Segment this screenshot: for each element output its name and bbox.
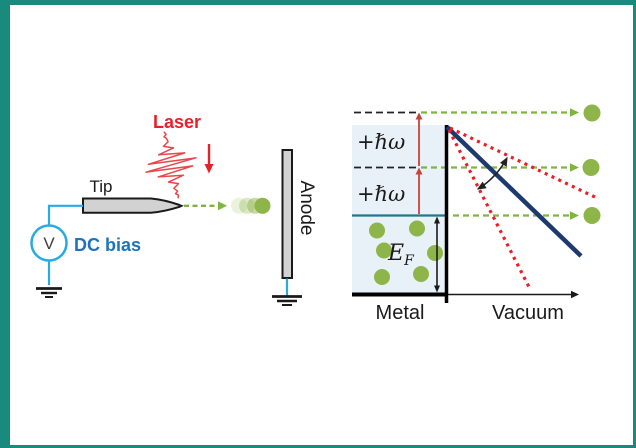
fermi-label-main: E <box>387 241 404 266</box>
photon-absorption-arrows <box>415 112 423 214</box>
electron-emission-arrow <box>184 201 227 211</box>
laser-direction-arrow <box>204 144 214 174</box>
anode-electrode <box>281 149 293 279</box>
weak-field-barrier-dotted <box>449 126 599 200</box>
barrier-range-arrow <box>476 156 508 190</box>
energy-level-fermi-arrow <box>453 211 579 220</box>
strong-field-barrier-dotted <box>447 129 531 288</box>
dc-field-barrier-line <box>445 125 583 258</box>
tip-wire <box>47 204 83 226</box>
dc-bias-label: DC bias <box>74 235 141 255</box>
fermi-label-sub: F <box>403 253 415 269</box>
fermi-energy-label: EF <box>387 241 415 269</box>
electron-trail <box>231 197 271 214</box>
metal-region <box>352 125 446 295</box>
anode-label: Anode <box>296 181 317 236</box>
photon-label-upper: +ℏω <box>357 130 405 154</box>
laser-pulse-icon <box>145 131 197 199</box>
metal-label: Metal <box>376 302 425 324</box>
ground-icon-anode <box>272 295 302 306</box>
tip-electrode <box>82 197 184 214</box>
emitted-electrons <box>582 104 601 224</box>
voltage-source-label: V <box>43 234 55 253</box>
laser-label: Laser <box>153 112 201 132</box>
metal-electrons <box>369 220 443 285</box>
vacuum-axis <box>448 290 579 299</box>
ground-icon-left <box>36 287 62 298</box>
fermi-depth-arrow <box>434 216 440 293</box>
energy-level-top <box>354 108 579 117</box>
photon-label-lower: +ℏω <box>357 182 405 206</box>
vacuum-label: Vacuum <box>492 302 564 324</box>
tip-label: Tip <box>90 177 113 196</box>
